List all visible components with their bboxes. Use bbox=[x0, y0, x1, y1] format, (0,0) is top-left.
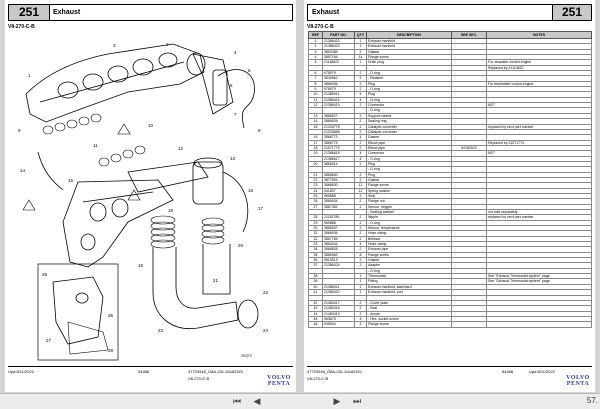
callout-label: 9 bbox=[18, 128, 21, 133]
last-page-icon[interactable]: ⏭ bbox=[352, 396, 362, 406]
footer-date: Upd:8/11/2022 bbox=[8, 369, 34, 374]
exploded-diagram: 1 2 3 4 5 6 7 8 9 10 11 12 13 14 15 16 1… bbox=[18, 42, 269, 361]
table-cell: 945544 bbox=[322, 321, 355, 328]
callout-label: 8 bbox=[258, 128, 261, 133]
callout-label: 20 bbox=[238, 243, 244, 248]
figure-number: 25371 bbox=[241, 353, 253, 358]
callout-label: 27 bbox=[46, 338, 52, 343]
callout-label: 17 bbox=[258, 206, 264, 211]
viewer-toolbar: ⏮ ◀ ▶ ⏭ 57. bbox=[0, 393, 600, 409]
volvo-penta-logo: VOLVO PENTA bbox=[266, 375, 292, 387]
footer-code: 54488 bbox=[502, 369, 514, 374]
callout-label: 24 bbox=[263, 328, 269, 333]
column-header: NOTES bbox=[486, 31, 592, 39]
callout-label: 18 bbox=[168, 208, 174, 213]
page-number: 251 bbox=[9, 5, 50, 20]
table-cell: Flange screw bbox=[366, 321, 452, 328]
callout-label: 16 bbox=[248, 188, 254, 193]
zoom-level[interactable]: 57. bbox=[586, 396, 598, 405]
callout-label: 26 bbox=[108, 313, 114, 318]
page-number: 251 bbox=[552, 5, 591, 20]
callout-label: 15 bbox=[68, 178, 74, 183]
column-header: SEE SEC. bbox=[451, 31, 487, 39]
callout-label: 13 bbox=[230, 156, 236, 161]
footer-doc: 47703946_G8A-251-54182521 bbox=[188, 369, 244, 374]
callout-label: 28 bbox=[108, 348, 114, 353]
model-label: V8-270-C-B bbox=[307, 24, 334, 30]
callout-label: 23 bbox=[158, 328, 164, 333]
page-title: Exhaust bbox=[312, 9, 340, 16]
page-header: Exhaust 251 bbox=[307, 4, 592, 21]
footer-model: V8-270-C-B bbox=[307, 376, 329, 381]
logo-text-bottom: PENTA bbox=[267, 381, 291, 387]
diagram-page: 251 Exhaust V8-270-C-B bbox=[5, 0, 296, 392]
callout-label: 10 bbox=[148, 123, 154, 128]
callout-label: 11 bbox=[93, 143, 98, 148]
callout-label: 22 bbox=[263, 290, 269, 295]
footer-date: Upd:8/11/2022 bbox=[529, 369, 555, 374]
callout-label: 7 bbox=[234, 112, 237, 117]
callout-label: 19 bbox=[138, 263, 144, 268]
page-header: 251 Exhaust bbox=[8, 4, 293, 21]
volvo-penta-logo: VOLVO PENTA bbox=[565, 375, 591, 387]
callout-label: 14 bbox=[20, 168, 26, 173]
table-cell: See "Exhaust Thermostat system" page bbox=[486, 273, 592, 280]
callout-label: 4 bbox=[234, 50, 237, 55]
logo-text-top: VOLVO bbox=[267, 375, 291, 381]
table-cell: 46 bbox=[308, 321, 323, 328]
model-label: V8-270-C-B bbox=[8, 24, 35, 30]
column-header: QTY bbox=[354, 31, 367, 39]
footer-model: V8-270-C-B bbox=[188, 376, 210, 381]
callout-label: 2 bbox=[166, 42, 169, 47]
callout-label: 21 bbox=[213, 278, 219, 283]
page-title: Exhaust bbox=[53, 9, 81, 16]
callout-label: 12 bbox=[178, 146, 184, 151]
table-cell: See "Exhaust Thermostat system" page bbox=[486, 278, 592, 285]
page-footer: 47703946_G8A-251-54182521 V8-270-C-B 544… bbox=[307, 366, 592, 381]
logo-text-top: VOLVO bbox=[566, 375, 590, 381]
callout-label: 1 bbox=[28, 73, 31, 78]
first-page-icon[interactable]: ⏮ bbox=[232, 396, 242, 406]
callout-label: 5 bbox=[230, 83, 233, 88]
table-cell bbox=[451, 321, 487, 328]
chevron-right-icon[interactable]: ▶ bbox=[333, 396, 341, 406]
callout-label: 6 bbox=[248, 68, 251, 73]
footer-doc: 47703946_G8A-251-54182521 bbox=[307, 369, 363, 374]
callout-label: 3 bbox=[113, 43, 116, 48]
callout-label: 25 bbox=[42, 272, 48, 277]
table-row: - O-ring bbox=[308, 166, 592, 173]
column-header: PART NO. bbox=[322, 31, 355, 39]
chevron-left-icon[interactable]: ◀ bbox=[253, 396, 261, 406]
column-header: DESCRIPTION bbox=[366, 31, 452, 39]
table-cell: 4 bbox=[354, 321, 367, 328]
column-header: REF bbox=[308, 31, 323, 39]
table-cell bbox=[486, 321, 592, 328]
logo-text-bottom: PENTA bbox=[566, 381, 590, 387]
page-footer: Upd:8/11/2022 54488 47703946_G8A-251-541… bbox=[8, 366, 293, 381]
footer-code: 54488 bbox=[138, 369, 150, 374]
